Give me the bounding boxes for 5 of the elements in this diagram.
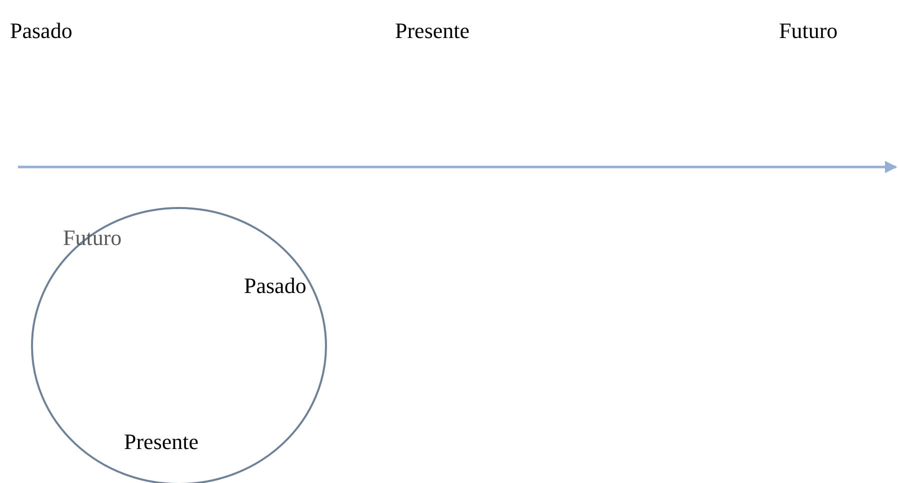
timeline-label: Pasado: [10, 20, 72, 42]
cycle-label: Presente: [124, 431, 199, 453]
timeline-label: Futuro: [779, 20, 838, 42]
cycle-label: Pasado: [244, 275, 306, 297]
timeline-label: Presente: [395, 20, 470, 42]
